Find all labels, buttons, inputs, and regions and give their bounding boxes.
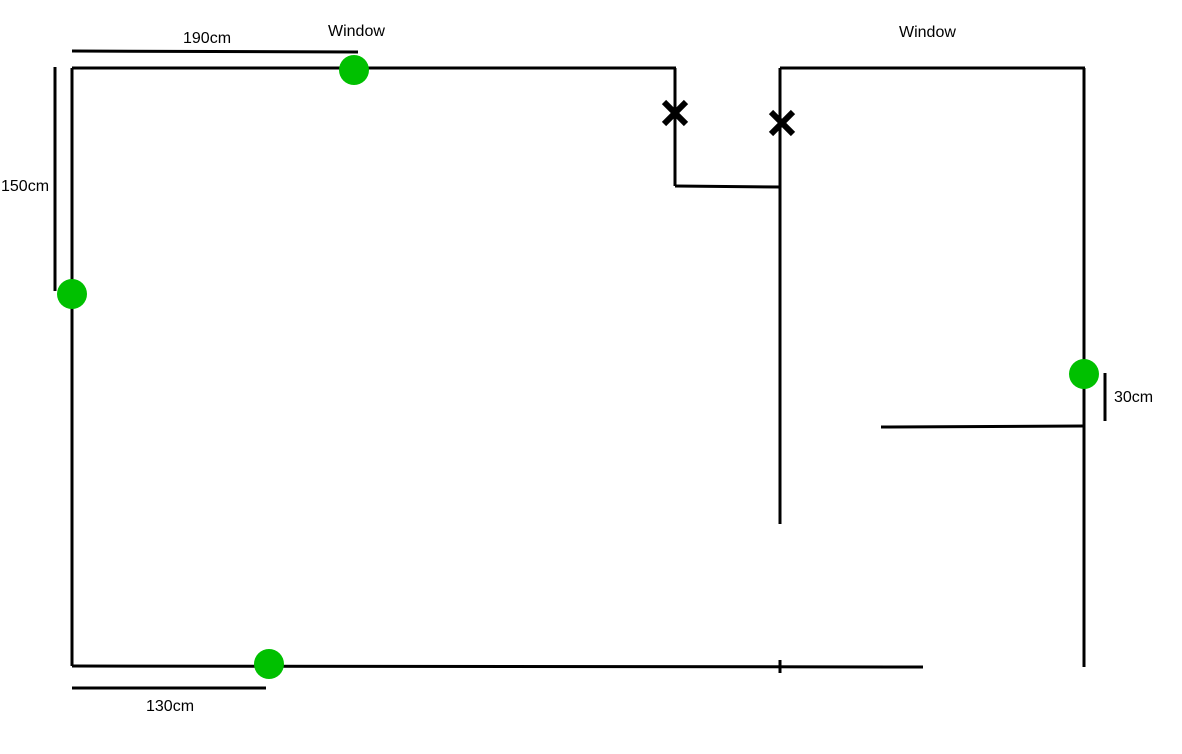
green-point-bottom xyxy=(254,649,284,679)
wall-notch-bottom xyxy=(674,184,781,189)
green-points xyxy=(57,55,1099,679)
window-label-right: Window xyxy=(899,24,956,41)
green-point-right xyxy=(1069,359,1099,389)
dimension-label-bottom: 130cm xyxy=(146,698,195,715)
dimension-label-left: 150cm xyxy=(1,178,50,195)
green-point-top xyxy=(339,55,369,85)
dimension-label-top: 190cm xyxy=(183,30,232,47)
green-point-left xyxy=(57,279,87,309)
window-label-left: Window xyxy=(328,23,385,40)
x-mark-right xyxy=(768,109,796,137)
wall-inner-right xyxy=(880,424,1085,429)
dimension-lines xyxy=(53,49,1107,690)
x-mark-left xyxy=(661,99,689,127)
walls xyxy=(70,66,1086,673)
dimension-line-top xyxy=(71,49,359,54)
wall-bottom xyxy=(71,664,924,669)
dimension-label-right: 30cm xyxy=(1114,389,1154,406)
